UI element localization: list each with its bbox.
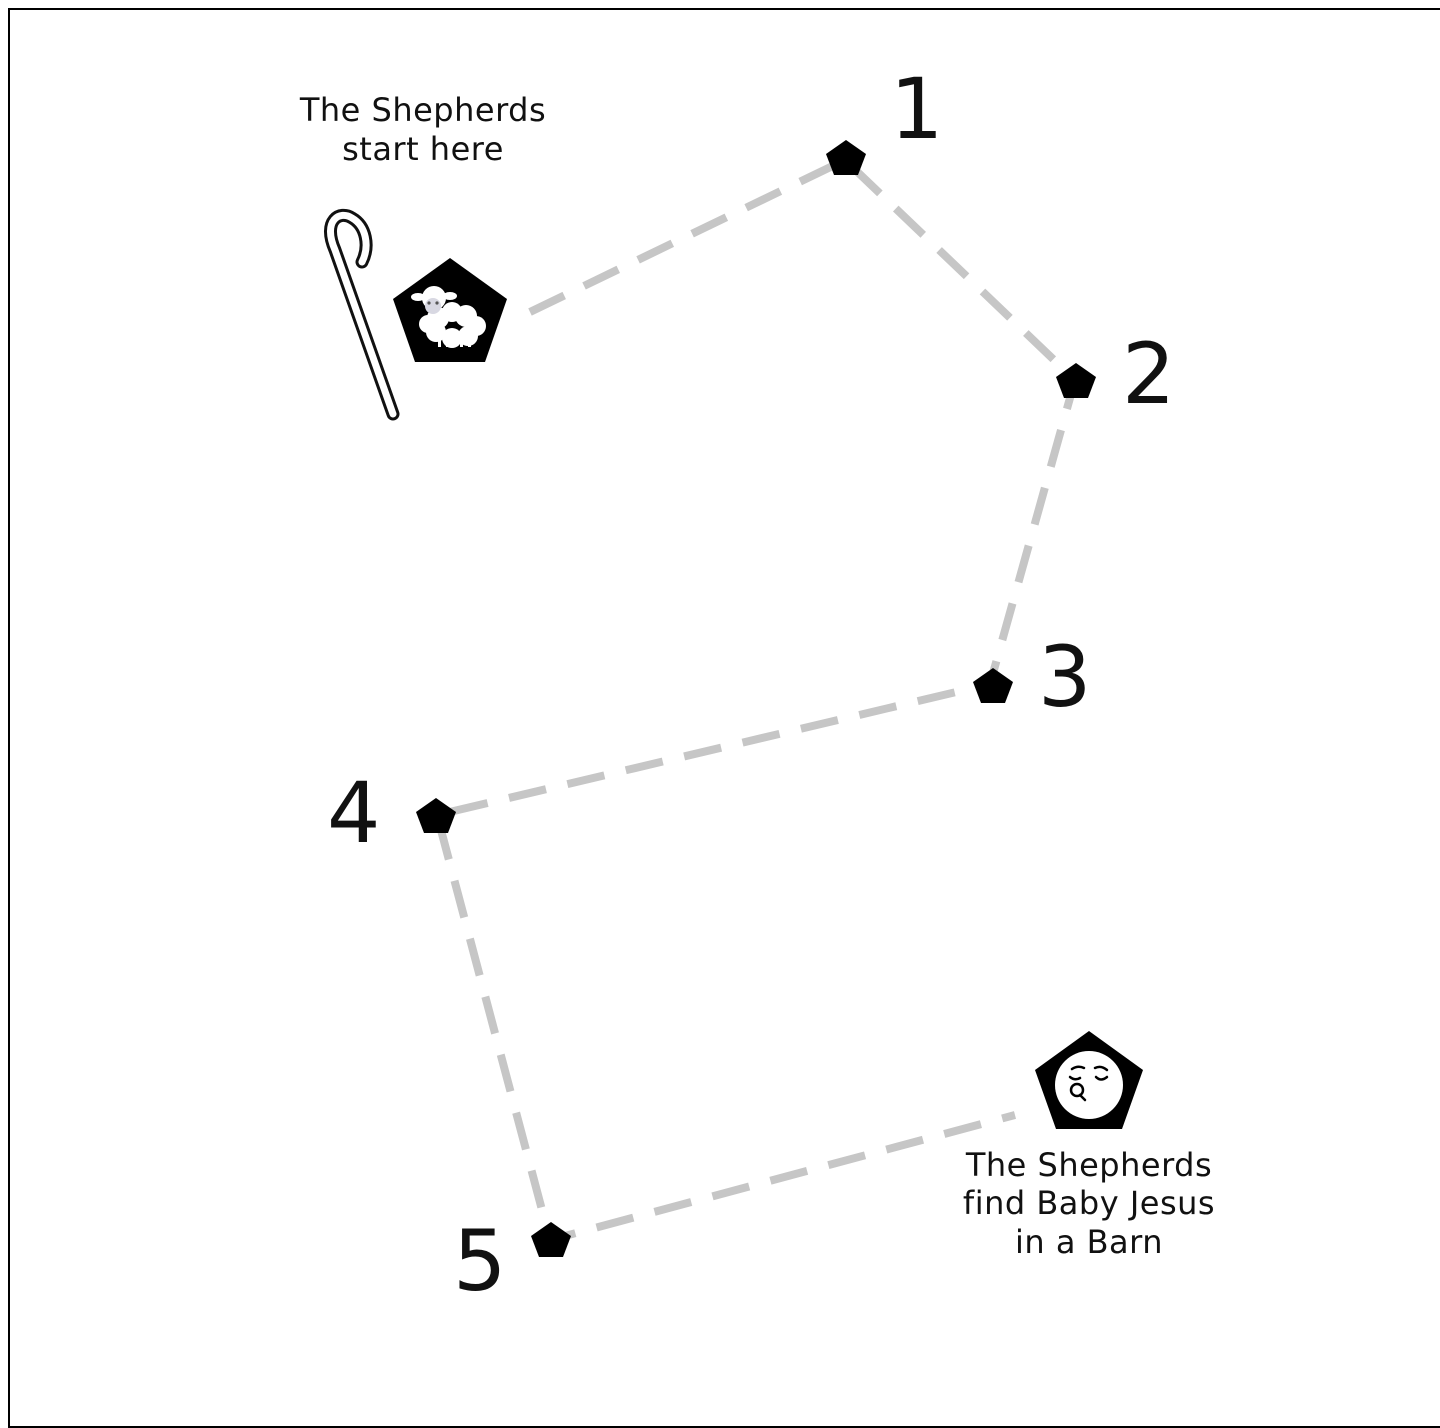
waypoint-3-label: 3	[1038, 628, 1091, 726]
sheep-icon	[393, 258, 507, 362]
waypoint-1-marker	[826, 140, 866, 175]
waypoint-3-marker	[973, 668, 1013, 703]
waypoint-2-marker	[1056, 363, 1096, 398]
end-caption-line-1: The Shepherds	[965, 1146, 1212, 1184]
waypoint-5-label: 5	[453, 1212, 506, 1310]
dashed-path	[437, 160, 1075, 1240]
baby-jesus-icon	[1035, 1031, 1143, 1129]
waypoint-1-label: 1	[890, 60, 943, 158]
waypoint-4-label: 4	[327, 764, 380, 862]
end-caption-line-2: find Baby Jesus	[963, 1184, 1215, 1222]
end-caption-line-3: in a Barn	[1015, 1223, 1163, 1261]
waypoint-5-marker	[531, 1222, 571, 1257]
shepherd-staff-icon	[330, 215, 393, 414]
waypoint-4-marker	[416, 798, 456, 833]
start-caption-line-1: The Shepherds	[299, 91, 546, 129]
start-caption-line-2: start here	[342, 130, 504, 168]
waypoint-2-label: 2	[1122, 325, 1175, 423]
